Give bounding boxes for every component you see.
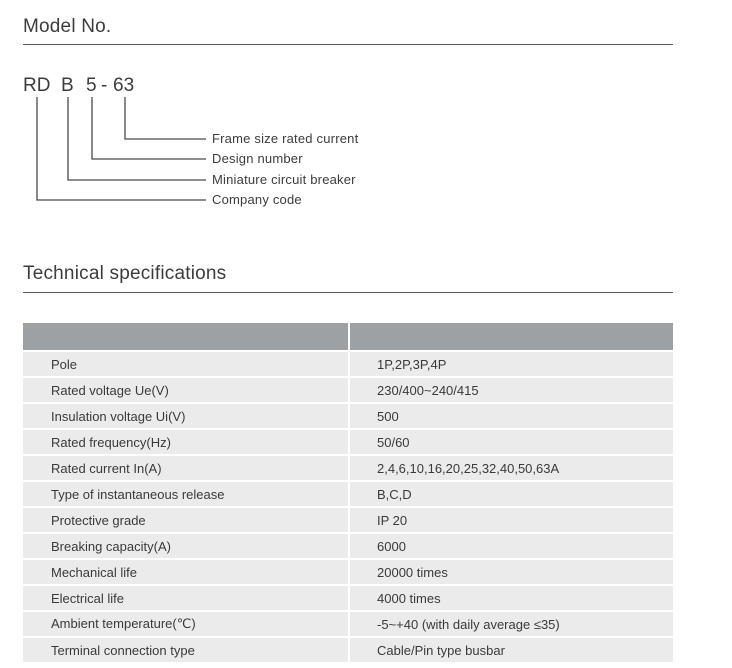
table-row: Rated voltage Ue(V) 230/400~240/415 xyxy=(23,376,673,403)
legend-design-number: Design number xyxy=(212,151,303,166)
spec-value: 230/400~240/415 xyxy=(349,376,673,403)
model-number-heading: Model No. xyxy=(23,16,112,37)
spec-name: Insulation voltage Ui(V) xyxy=(23,402,350,429)
spec-value: -5~+40 (with daily average ≤35) xyxy=(349,610,673,637)
model-heading-rule xyxy=(23,44,673,45)
spec-value: IP 20 xyxy=(349,506,673,533)
spec-value: 50/60 xyxy=(349,428,673,455)
spec-name: Type of instantaneous release xyxy=(23,480,350,507)
code-frame: 63 xyxy=(113,75,135,96)
spec-value: 500 xyxy=(349,402,673,429)
table-row: Terminal connection type Cable/Pin type … xyxy=(23,636,673,662)
connector-breaker xyxy=(67,97,206,181)
spec-name: Pole xyxy=(23,350,350,377)
spec-value: Cable/Pin type busbar xyxy=(349,636,673,662)
code-company: RD xyxy=(23,75,51,96)
table-row: Breaking capacity(A) 6000 xyxy=(23,532,673,559)
table-row: Rated frequency(Hz) 50/60 xyxy=(23,428,673,455)
connector-frame xyxy=(124,97,206,140)
spec-value: B,C,D xyxy=(349,480,673,507)
table-row: Mechanical life 20000 times xyxy=(23,558,673,585)
spec-name: Breaking capacity(A) xyxy=(23,532,350,559)
spec-value: 2,4,6,10,16,20,25,32,40,50,63A xyxy=(349,454,673,481)
tech-specs-rule xyxy=(23,292,673,293)
code-dash: - xyxy=(101,75,108,96)
table-row: Protective grade IP 20 xyxy=(23,506,673,533)
legend-circuit-breaker: Miniature circuit breaker xyxy=(212,172,356,187)
specifications-table: Pole 1P,2P,3P,4P Rated voltage Ue(V) 230… xyxy=(23,323,673,662)
spec-name: Rated current In(A) xyxy=(23,454,350,481)
spec-name: Rated voltage Ue(V) xyxy=(23,376,350,403)
legend-frame-size: Frame size rated current xyxy=(212,131,359,146)
header-cell-left xyxy=(23,323,350,351)
spec-name: Mechanical life xyxy=(23,558,350,585)
spec-name: Ambient temperature(℃) xyxy=(23,610,350,637)
spec-name: Rated frequency(Hz) xyxy=(23,428,350,455)
spec-name: Protective grade xyxy=(23,506,350,533)
table-row: Electrical life 4000 times xyxy=(23,584,673,611)
code-design: 5 xyxy=(86,75,97,96)
spec-value: 20000 times xyxy=(349,558,673,585)
spec-value: 6000 xyxy=(349,532,673,559)
code-type: B xyxy=(61,75,74,96)
spec-name: Electrical life xyxy=(23,584,350,611)
connector-company xyxy=(36,97,206,201)
table-row: Pole 1P,2P,3P,4P xyxy=(23,350,673,377)
tech-specs-heading: Technical specifications xyxy=(23,263,227,284)
table-row: Rated current In(A) 2,4,6,10,16,20,25,32… xyxy=(23,454,673,481)
connector-design xyxy=(91,97,206,160)
table-row: Type of instantaneous release B,C,D xyxy=(23,480,673,507)
spec-value: 1P,2P,3P,4P xyxy=(349,350,673,377)
legend-company-code: Company code xyxy=(212,192,302,207)
table-row: Ambient temperature(℃) -5~+40 (with dail… xyxy=(23,610,673,637)
header-cell-right xyxy=(349,323,673,351)
table-row: Insulation voltage Ui(V) 500 xyxy=(23,402,673,429)
spec-value: 4000 times xyxy=(349,584,673,611)
spec-name: Terminal connection type xyxy=(23,636,350,662)
table-header-row xyxy=(23,323,673,351)
